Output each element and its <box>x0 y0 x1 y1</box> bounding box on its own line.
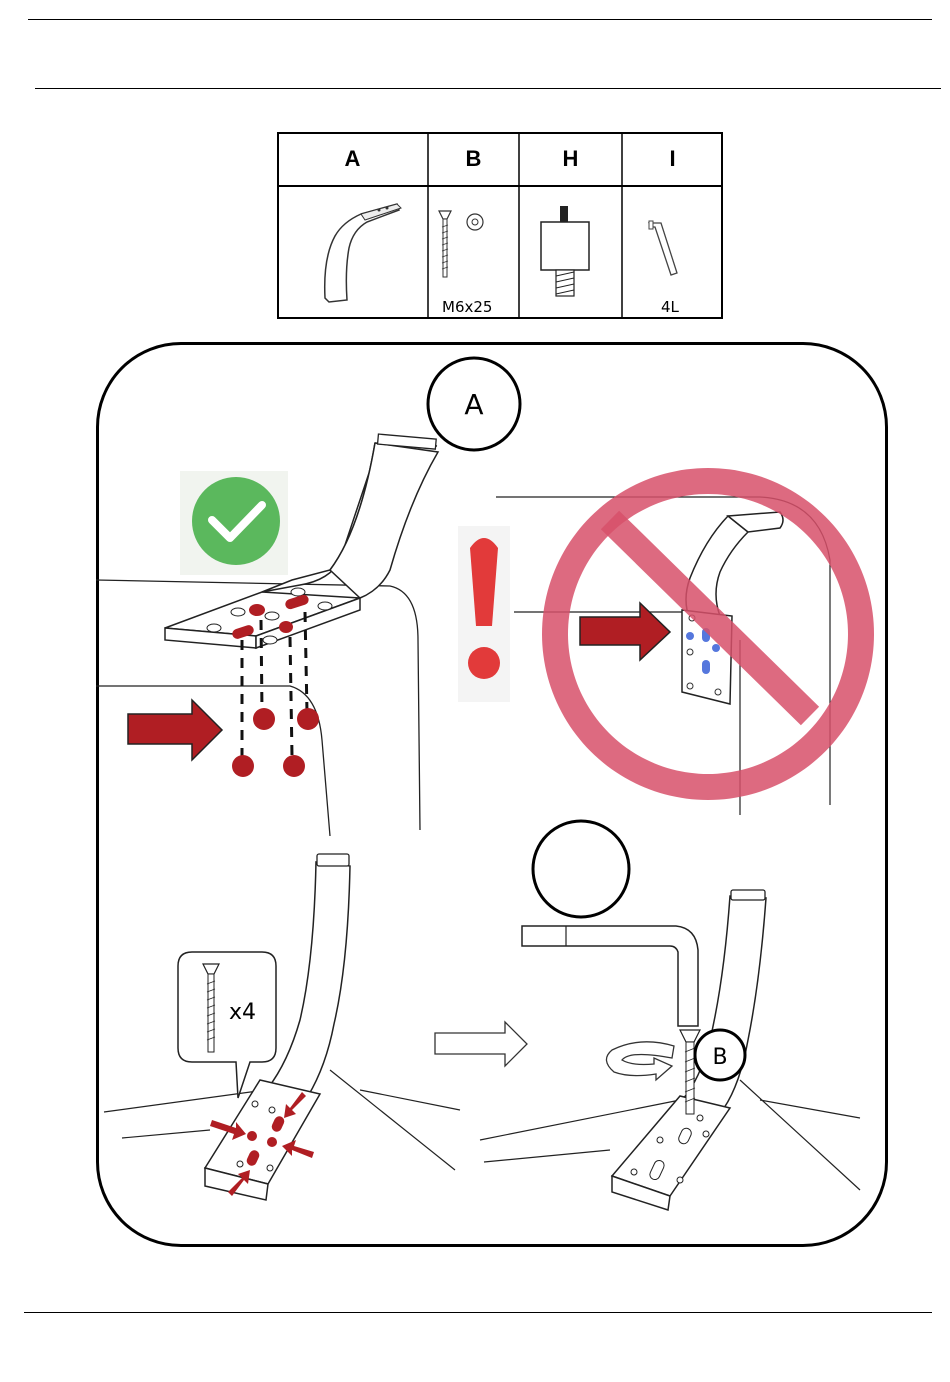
step-b-empty-circle <box>533 821 629 917</box>
rotate-icon <box>606 1042 674 1080</box>
checkmark-icon <box>180 471 288 575</box>
screw-callout-bubble <box>178 952 276 1098</box>
callout-quantity: x4 <box>229 1000 256 1025</box>
tightening-illustration: B <box>480 821 860 1210</box>
exclamation-icon <box>458 526 510 702</box>
next-step-arrow-icon <box>435 1022 527 1066</box>
step-a-label: A <box>464 388 483 421</box>
screw-marker-label: B <box>712 1045 727 1070</box>
screw-insertion-illustration: x4 <box>104 854 460 1200</box>
arrow-right-icon <box>128 700 222 760</box>
allen-key-tool-icon <box>522 926 698 1026</box>
